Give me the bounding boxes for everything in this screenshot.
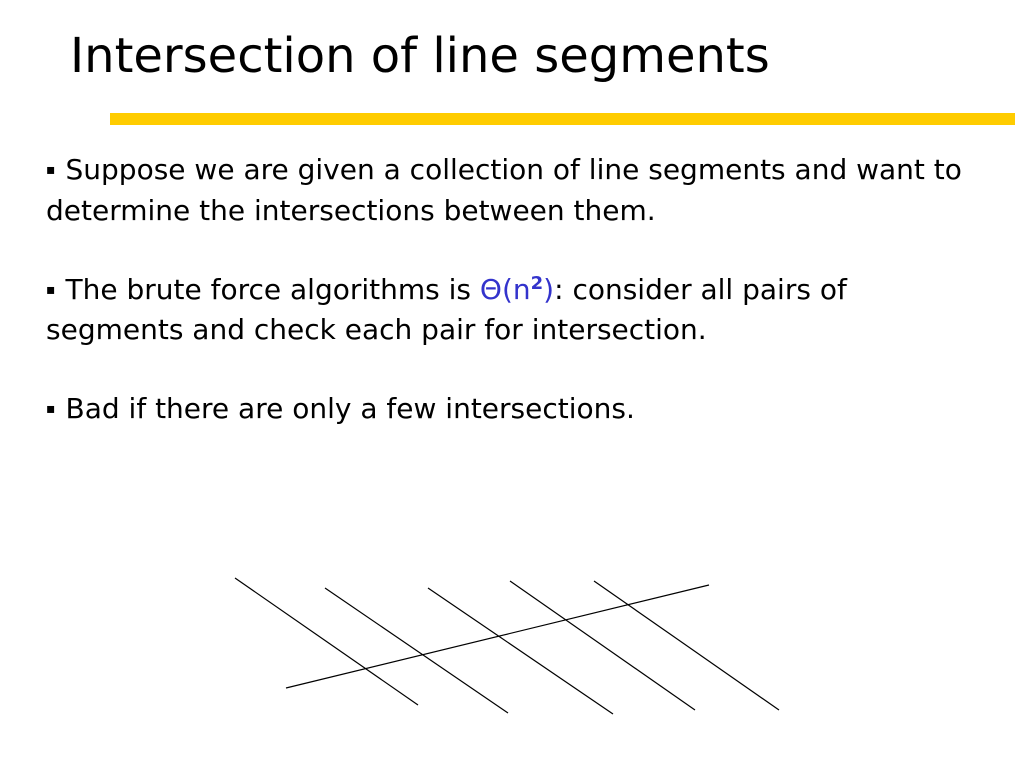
slide-body: ▪Suppose we are given a collection of li… bbox=[46, 150, 986, 469]
bullet-item: ▪ The brute force algorithms is Θ(n2): co… bbox=[46, 270, 986, 350]
bullet-square-icon: ▪ bbox=[46, 401, 56, 417]
segment-line bbox=[427, 587, 614, 715]
bullet-item: ▪Suppose we are given a collection of li… bbox=[46, 150, 986, 230]
complexity-exponent: 2 bbox=[530, 272, 544, 294]
title-underline-bar bbox=[110, 113, 1015, 125]
segment-line bbox=[509, 580, 696, 711]
segment-line bbox=[324, 587, 509, 714]
complexity-expression: Θ(n2) bbox=[480, 273, 554, 306]
bullet-text: Suppose we are given a collection of lin… bbox=[46, 153, 962, 227]
slide-title: Intersection of line segments bbox=[70, 28, 770, 84]
segment-line bbox=[234, 577, 419, 706]
bullet-text: Bad if there are only a few intersection… bbox=[65, 392, 635, 425]
bullet-text-before-math: The brute force algorithms is bbox=[65, 272, 480, 306]
bullet-square-icon: ▪ bbox=[46, 162, 56, 178]
segment-line bbox=[285, 584, 710, 689]
segment-line bbox=[593, 580, 780, 711]
bullet-square-icon: ▪ bbox=[46, 281, 56, 298]
bullet-item: ▪ Bad if there are only a few intersectio… bbox=[46, 389, 986, 430]
theta-symbol: Θ bbox=[479, 272, 502, 306]
complexity-close: ) bbox=[543, 272, 555, 306]
bullet-text-after-math: : consider all pairs of segments and che… bbox=[46, 272, 847, 347]
complexity-open: (n bbox=[501, 272, 531, 306]
